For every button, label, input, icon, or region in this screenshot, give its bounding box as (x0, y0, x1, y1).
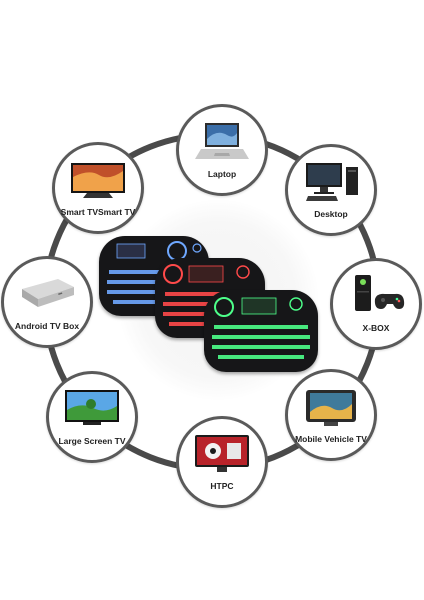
device-htpc: HTPC (176, 416, 268, 508)
vehicle-tv-icon (306, 390, 356, 426)
device-xbox: X-BOX (330, 258, 422, 350)
smart-tv-icon (71, 163, 125, 198)
device-label: HTPC (210, 481, 234, 491)
tv-box-icon (22, 279, 74, 307)
blue-backlit-keyboard-icon (107, 241, 202, 304)
device-label: Android TV Box (14, 321, 80, 331)
keyboard-green (204, 290, 318, 372)
device-label: Smart TVSmart TV (60, 207, 136, 217)
device-mobile-vehicle-tv: Mobile Vehicle TV (285, 369, 377, 461)
device-label: Desktop (314, 209, 348, 219)
device-label: X-BOX (362, 323, 390, 333)
device-laptop: Laptop (176, 104, 268, 196)
green-backlit-keyboard-icon (212, 297, 310, 359)
xbox-console-icon (355, 275, 405, 311)
device-desktop: Desktop (285, 144, 377, 236)
device-label: Mobile Vehicle TV (295, 434, 367, 444)
device-label: Laptop (207, 169, 237, 179)
large-tv-icon (65, 390, 119, 425)
laptop-icon (195, 123, 249, 159)
device-label: Large Screen TV (58, 436, 126, 446)
device-smart-tv: Smart TVSmart TV (52, 142, 144, 234)
device-large-screen-tv: Large Screen TV (46, 371, 138, 463)
desktop-icon (306, 163, 358, 201)
htpc-icon (195, 435, 249, 472)
device-android-tv-box: Android TV Box (1, 256, 93, 348)
